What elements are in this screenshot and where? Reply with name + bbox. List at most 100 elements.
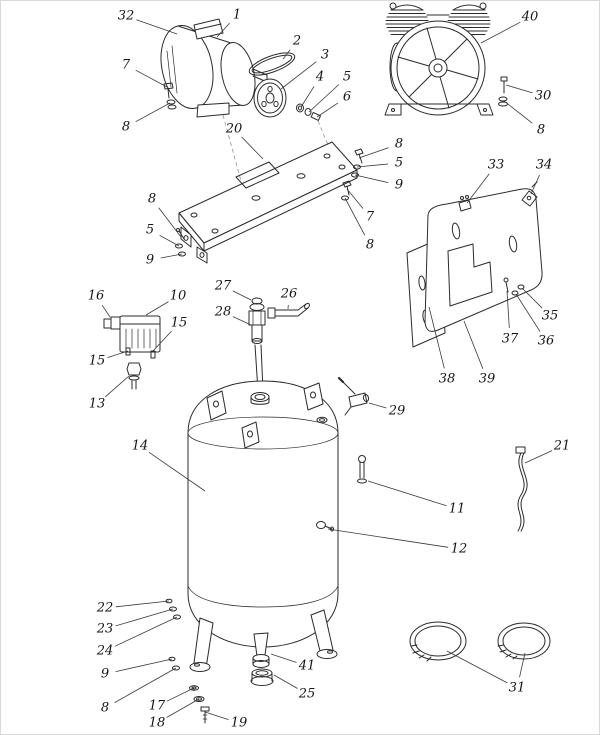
drain-plug xyxy=(316,521,334,532)
leader-line-part-39 xyxy=(463,320,484,369)
leader-line-part-20 xyxy=(241,136,264,160)
leader-line-part-22 xyxy=(115,600,170,608)
leader-line-part-37 xyxy=(506,290,510,329)
leader-line-part-14 xyxy=(148,451,206,492)
part-number-19: 19 xyxy=(231,716,248,731)
part-number-8: 8 xyxy=(101,701,109,716)
part-number-26: 26 xyxy=(280,287,298,302)
nut-6 xyxy=(310,111,321,121)
part-number-22: 22 xyxy=(96,601,114,616)
part-number-35: 35 xyxy=(542,309,559,324)
part-number-6: 6 xyxy=(343,90,351,105)
leader-line-part-4 xyxy=(300,86,315,108)
leader-line-part-7 xyxy=(346,188,364,209)
part-number-9: 9 xyxy=(101,667,109,682)
part-number-16: 16 xyxy=(88,289,105,304)
leg-fastener-stack xyxy=(165,598,210,724)
check-valve-illustration xyxy=(248,297,266,392)
motor-bolt-washers xyxy=(163,82,177,110)
leader-line-part-18 xyxy=(166,698,200,718)
leader-line-part-29 xyxy=(368,402,387,409)
leader-line-part-25 xyxy=(273,674,298,689)
tank-leg-left xyxy=(193,617,214,669)
pressure-switch-illustration xyxy=(103,315,161,390)
tank-top-port xyxy=(250,392,270,405)
leader-line-part-5 xyxy=(159,234,180,247)
leader-line-part-8 xyxy=(114,667,177,703)
part-number-36: 36 xyxy=(538,334,555,349)
part-number-18: 18 xyxy=(149,716,166,731)
part-number-1: 1 xyxy=(233,8,241,23)
part-number-39: 39 xyxy=(479,372,496,387)
washer-4 xyxy=(296,103,304,113)
leader-line-part-8 xyxy=(344,197,366,236)
part-number-29: 29 xyxy=(388,404,406,419)
leader-line-part-10 xyxy=(145,301,169,316)
part-number-20: 20 xyxy=(225,122,243,137)
leader-line-part-40 xyxy=(480,21,521,44)
part-number-37: 37 xyxy=(502,332,519,347)
part-number-8: 8 xyxy=(395,137,403,152)
part-number-12: 12 xyxy=(451,542,468,557)
pump-bolt-washers xyxy=(498,76,508,107)
part-number-23: 23 xyxy=(96,622,114,637)
part-number-25: 25 xyxy=(298,687,316,702)
leader-line-part-5 xyxy=(308,84,340,113)
leader-line-part-36 xyxy=(515,293,541,332)
plate-fasteners-left xyxy=(175,228,186,257)
leader-line-part-38 xyxy=(428,306,445,369)
part-number-24: 24 xyxy=(96,644,114,659)
leader-line-part-19 xyxy=(204,711,229,720)
part-number-40: 40 xyxy=(521,10,539,25)
guard-panel xyxy=(424,188,543,332)
part-number-15: 15 xyxy=(89,354,106,369)
outlet-pipe-illustration xyxy=(267,302,310,319)
hose-illustration xyxy=(515,446,528,532)
part-number-32: 32 xyxy=(118,9,135,24)
motor-foot xyxy=(196,102,230,118)
leader-line-part-8 xyxy=(358,147,389,159)
part-number-28: 28 xyxy=(214,305,232,320)
leader-line-part-9 xyxy=(354,174,389,183)
part-number-5: 5 xyxy=(343,70,351,85)
leader-line-part-2 xyxy=(282,49,291,60)
pump-illustration xyxy=(384,2,494,116)
part-number-7: 7 xyxy=(122,58,131,73)
tank-illustration xyxy=(187,380,367,686)
tank-bracket xyxy=(206,390,227,421)
leader-line-part-33 xyxy=(466,173,490,204)
leader-line-part-32 xyxy=(136,19,178,35)
part-number-5: 5 xyxy=(146,223,154,238)
leader-line-part-41 xyxy=(270,653,297,663)
part-number-8: 8 xyxy=(122,120,130,135)
part-number-11: 11 xyxy=(449,502,466,517)
drain-fitting xyxy=(357,455,367,484)
leader-line-part-23 xyxy=(115,608,174,627)
part-number-4: 4 xyxy=(315,70,324,85)
tank-side-port xyxy=(316,416,328,424)
leader-line-part-21 xyxy=(524,450,553,464)
part-number-9: 9 xyxy=(395,178,403,193)
union-fitting xyxy=(126,362,142,390)
rubber-foot xyxy=(250,668,274,686)
seal-rings-illustration xyxy=(409,621,551,662)
pump-flywheel xyxy=(390,20,486,116)
leader-line-part-11 xyxy=(367,480,447,507)
part-number-9: 9 xyxy=(146,253,154,268)
part-number-10: 10 xyxy=(170,289,187,304)
leader-line-part-31 xyxy=(519,652,526,678)
part-number-34: 34 xyxy=(536,158,553,173)
part-number-33: 33 xyxy=(488,158,505,173)
part-number-8: 8 xyxy=(537,123,545,138)
leader-line-part-24 xyxy=(114,616,178,647)
part-number-8: 8 xyxy=(148,192,156,207)
part-number-13: 13 xyxy=(89,397,106,412)
leader-line-part-8 xyxy=(158,207,182,238)
mounting-plate-illustration xyxy=(178,141,358,264)
leader-line-part-8 xyxy=(503,100,533,124)
leader-line-part-16 xyxy=(101,304,111,318)
part-number-27: 27 xyxy=(214,279,232,294)
part-number-5: 5 xyxy=(395,156,403,171)
